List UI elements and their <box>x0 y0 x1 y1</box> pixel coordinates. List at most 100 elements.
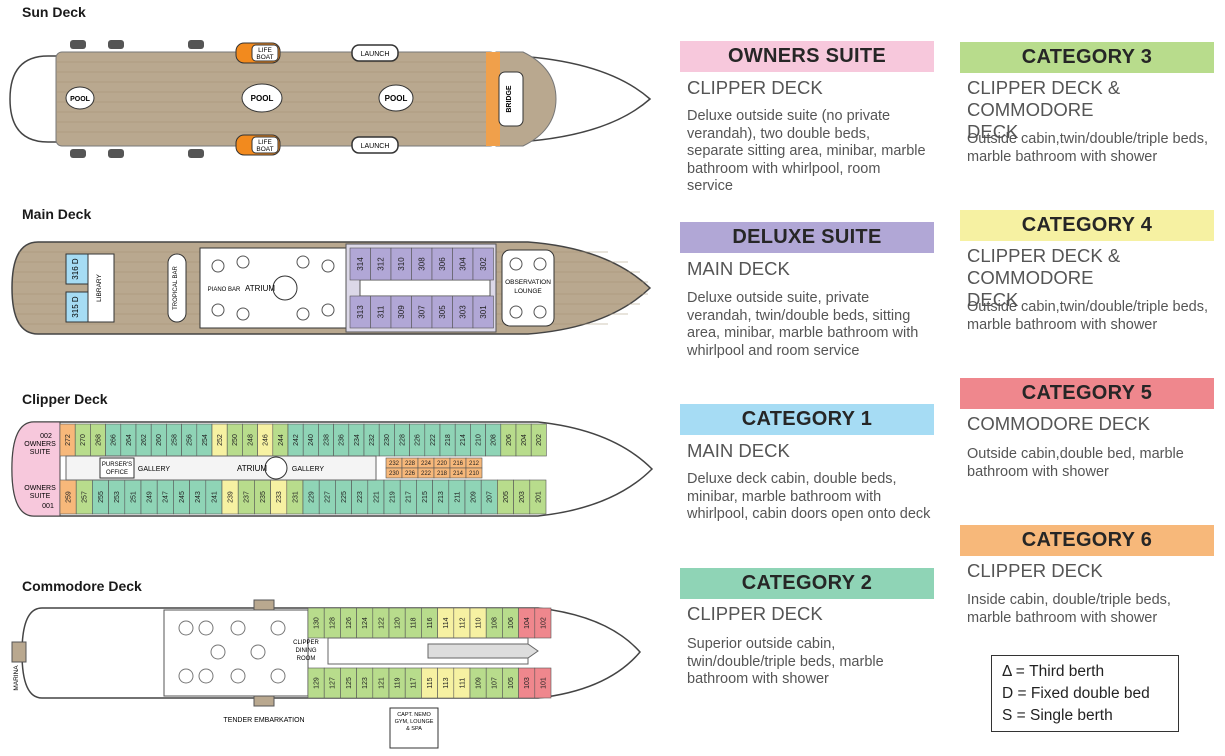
cabin-number-214: 214 <box>460 434 467 446</box>
owners-suite-deck: CLIPPER DECK <box>687 77 823 98</box>
owners-suite-desc: Deluxe outside suite (no private veranda… <box>687 108 926 194</box>
deluxe-suite-header: DELUXE SUITE <box>680 222 934 253</box>
cabin-number-302: 302 <box>479 257 488 271</box>
cabin-number-204: 204 <box>521 434 528 446</box>
cabin-number-254: 254 <box>202 434 209 446</box>
cabin-number-270: 270 <box>80 434 87 446</box>
owners-bottom-number: 001 <box>42 503 54 510</box>
pool-small <box>65 86 95 110</box>
legend-third-berth: Δ = Third berth <box>1002 663 1105 680</box>
cabin-number-116: 116 <box>427 617 434 628</box>
cabin-301 <box>472 295 494 329</box>
cabin-number-219: 219 <box>390 491 397 503</box>
cabin-number-105: 105 <box>508 677 515 689</box>
cabin-number-230: 230 <box>389 471 400 477</box>
category-6-deck: CLIPPER DECK <box>967 560 1103 581</box>
owners-bottom-label-2: SUITE <box>30 493 51 500</box>
capt-nemo-label-1: CAPT. NEMO <box>397 712 431 718</box>
cabin-number-101: 101 <box>540 677 547 689</box>
deluxe-suite-deck: MAIN DECK <box>687 258 790 279</box>
cabin-number-301: 301 <box>479 305 488 319</box>
cabin-number-107: 107 <box>492 677 499 689</box>
cabin-number-220: 220 <box>437 461 448 467</box>
category-1-deck: MAIN DECK <box>687 440 790 461</box>
cabin-number-312: 312 <box>377 257 386 271</box>
category-1-desc: Deluxe deck cabin, double beds, minibar,… <box>687 471 931 522</box>
cabin-number-128: 128 <box>330 617 337 629</box>
cabin-number-104: 104 <box>524 617 531 629</box>
cabin-number-124: 124 <box>362 617 369 629</box>
launch-bottom-label: LAUNCH <box>361 143 390 150</box>
pool-right-label: POOL <box>385 94 408 103</box>
cabin-number-119: 119 <box>395 677 402 688</box>
cabin-number-113: 113 <box>443 677 450 688</box>
cabin-number-224: 224 <box>421 461 432 467</box>
category-6-header: CATEGORY 6 <box>960 525 1214 556</box>
cabin-number-244: 244 <box>278 434 285 446</box>
cabin-number-212: 212 <box>469 461 480 467</box>
cabin-number-205: 205 <box>503 491 510 503</box>
cabin-number-268: 268 <box>95 434 102 446</box>
cabin-number-304: 304 <box>459 257 468 271</box>
cabin-number-250: 250 <box>232 434 239 446</box>
cabin-number-308: 308 <box>418 257 427 271</box>
pursers-label-1: PURSER'S <box>102 462 132 468</box>
pool-small-label: POOL <box>70 96 91 103</box>
cabin-number-109: 109 <box>476 677 483 689</box>
cabin-102 <box>534 607 552 639</box>
pool-mid <box>241 83 283 113</box>
cabin-number-201: 201 <box>535 491 542 503</box>
cabin-number-226: 226 <box>405 471 416 477</box>
cabin-number-231: 231 <box>292 491 299 503</box>
cabin-315: 315 D <box>71 296 80 318</box>
marina-label: MARINA <box>13 665 20 691</box>
cabin-number-209: 209 <box>471 491 478 503</box>
cabin-number-247: 247 <box>163 491 170 503</box>
lifeboat-top-label-1: LIFE <box>258 47 272 54</box>
capt-nemo-label-3: & SPA <box>406 726 422 732</box>
cabin-302 <box>472 247 494 281</box>
cabin-number-253: 253 <box>114 491 121 503</box>
cabin-number-108: 108 <box>492 617 499 629</box>
cabin-number-112: 112 <box>459 617 466 628</box>
cabin-number-213: 213 <box>438 491 445 503</box>
cabin-number-217: 217 <box>406 491 413 503</box>
atrium-label: ATRIUM <box>245 284 275 293</box>
cabin-number-307: 307 <box>418 305 427 319</box>
cabin-number-218: 218 <box>437 471 448 477</box>
sun-deck-plan: BRIDGE POOL POOL POOL LIFE BOAT LIFE BOA… <box>9 40 652 158</box>
cabin-number-208: 208 <box>491 434 498 446</box>
cabin-number-211: 211 <box>454 491 461 502</box>
cabin-number-248: 248 <box>247 434 254 446</box>
lifeboat-bottom-label-2: BOAT <box>256 146 273 153</box>
cabin-number-126: 126 <box>346 617 353 629</box>
pool-mid-label: POOL <box>251 94 274 103</box>
cabin-number-225: 225 <box>341 491 348 503</box>
cabin-202 <box>530 423 547 457</box>
cabin-number-266: 266 <box>111 434 118 446</box>
cabin-number-121: 121 <box>378 677 385 689</box>
category-4-deck: CLIPPER DECK & COMMODORE DECK <box>967 245 1121 310</box>
cabin-number-115: 115 <box>427 677 434 688</box>
cabin-number-127: 127 <box>330 677 337 689</box>
owners-top-label-2: SUITE <box>30 449 51 456</box>
deluxe-suite-desc: Deluxe outside suite, private verandah, … <box>687 290 919 359</box>
cabin-number-230: 230 <box>384 434 391 446</box>
pursers-label-2: OFFICE <box>106 470 128 476</box>
tropical-bar-label: TROPICAL BAR <box>173 265 179 309</box>
cabin-number-260: 260 <box>156 434 163 446</box>
category-3-header: CATEGORY 3 <box>960 42 1214 73</box>
cabin-number-256: 256 <box>187 434 194 446</box>
cabin-101 <box>534 667 552 699</box>
launch-top-label: LAUNCH <box>361 51 390 58</box>
category-2-deck: CLIPPER DECK <box>687 603 823 624</box>
capt-nemo-label-2: GYM, LOUNGE <box>395 719 434 725</box>
cabin-number-258: 258 <box>171 434 178 446</box>
category-4-desc: Outside cabin,twin/double/triple beds, m… <box>967 299 1209 333</box>
category-2-header: CATEGORY 2 <box>680 568 934 599</box>
cabin-number-236: 236 <box>339 434 346 446</box>
cabin-number-234: 234 <box>354 434 361 446</box>
dining-label-2: DINING <box>296 648 317 654</box>
